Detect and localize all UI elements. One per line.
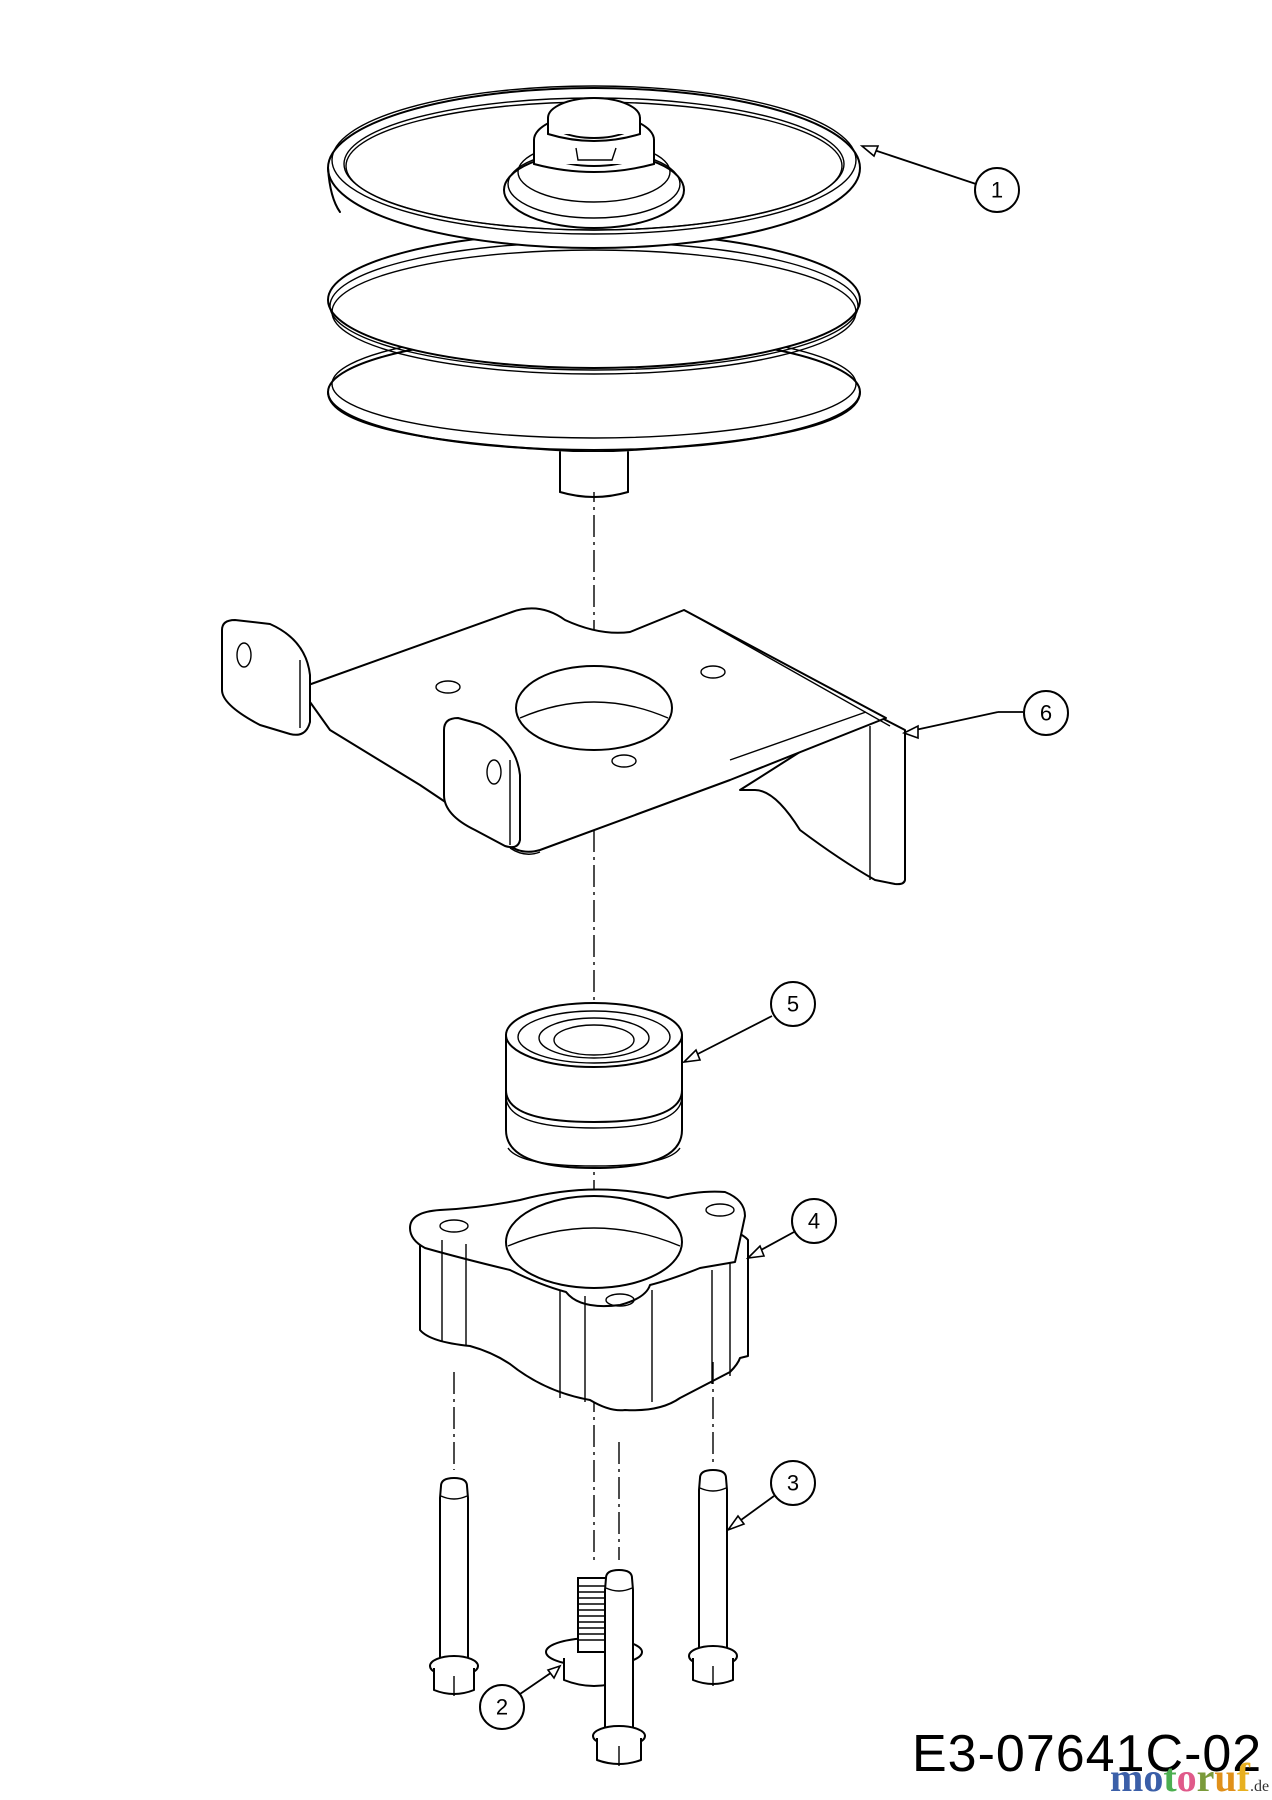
callout-5: 5 bbox=[681, 981, 816, 1064]
callout-4-label: 4 bbox=[808, 1209, 820, 1234]
callout-6: 6 bbox=[901, 690, 1069, 740]
motoruf-watermark: motoruf.de bbox=[1110, 1758, 1269, 1798]
pulley-part-1 bbox=[327, 85, 861, 498]
callout-1-label: 1 bbox=[991, 178, 1003, 203]
bolt-right-part-3 bbox=[688, 1469, 738, 1686]
callout-3: 3 bbox=[725, 1460, 816, 1532]
watermark-letter: u bbox=[1214, 1755, 1237, 1800]
callout-6-label: 6 bbox=[1040, 701, 1052, 726]
watermark-letter: r bbox=[1196, 1755, 1215, 1800]
callout-3-label: 3 bbox=[787, 1471, 799, 1496]
callout-2-label: 2 bbox=[496, 1695, 508, 1720]
watermark-letter: o bbox=[1143, 1755, 1164, 1800]
callout-1: 1 bbox=[859, 145, 1020, 213]
watermark-letter: t bbox=[1163, 1755, 1177, 1800]
bolt-left-part-3 bbox=[429, 1477, 479, 1696]
watermark-letter: m bbox=[1110, 1755, 1144, 1800]
housing-part-4 bbox=[409, 1188, 749, 1412]
callout-5-label: 5 bbox=[787, 992, 799, 1017]
callout-4: 4 bbox=[745, 1198, 837, 1260]
bearing-part-5 bbox=[505, 1002, 683, 1169]
callout-2: 2 bbox=[479, 1664, 562, 1730]
drawing-number: E3-07641C-02 bbox=[912, 1725, 1263, 1783]
bracket-part-6 bbox=[221, 607, 906, 886]
watermark-letter: f bbox=[1236, 1755, 1250, 1800]
watermark-letter: o bbox=[1176, 1755, 1197, 1800]
hex-bolt-part-2 bbox=[545, 1569, 646, 1766]
watermark-tld: .de bbox=[1250, 1778, 1270, 1795]
